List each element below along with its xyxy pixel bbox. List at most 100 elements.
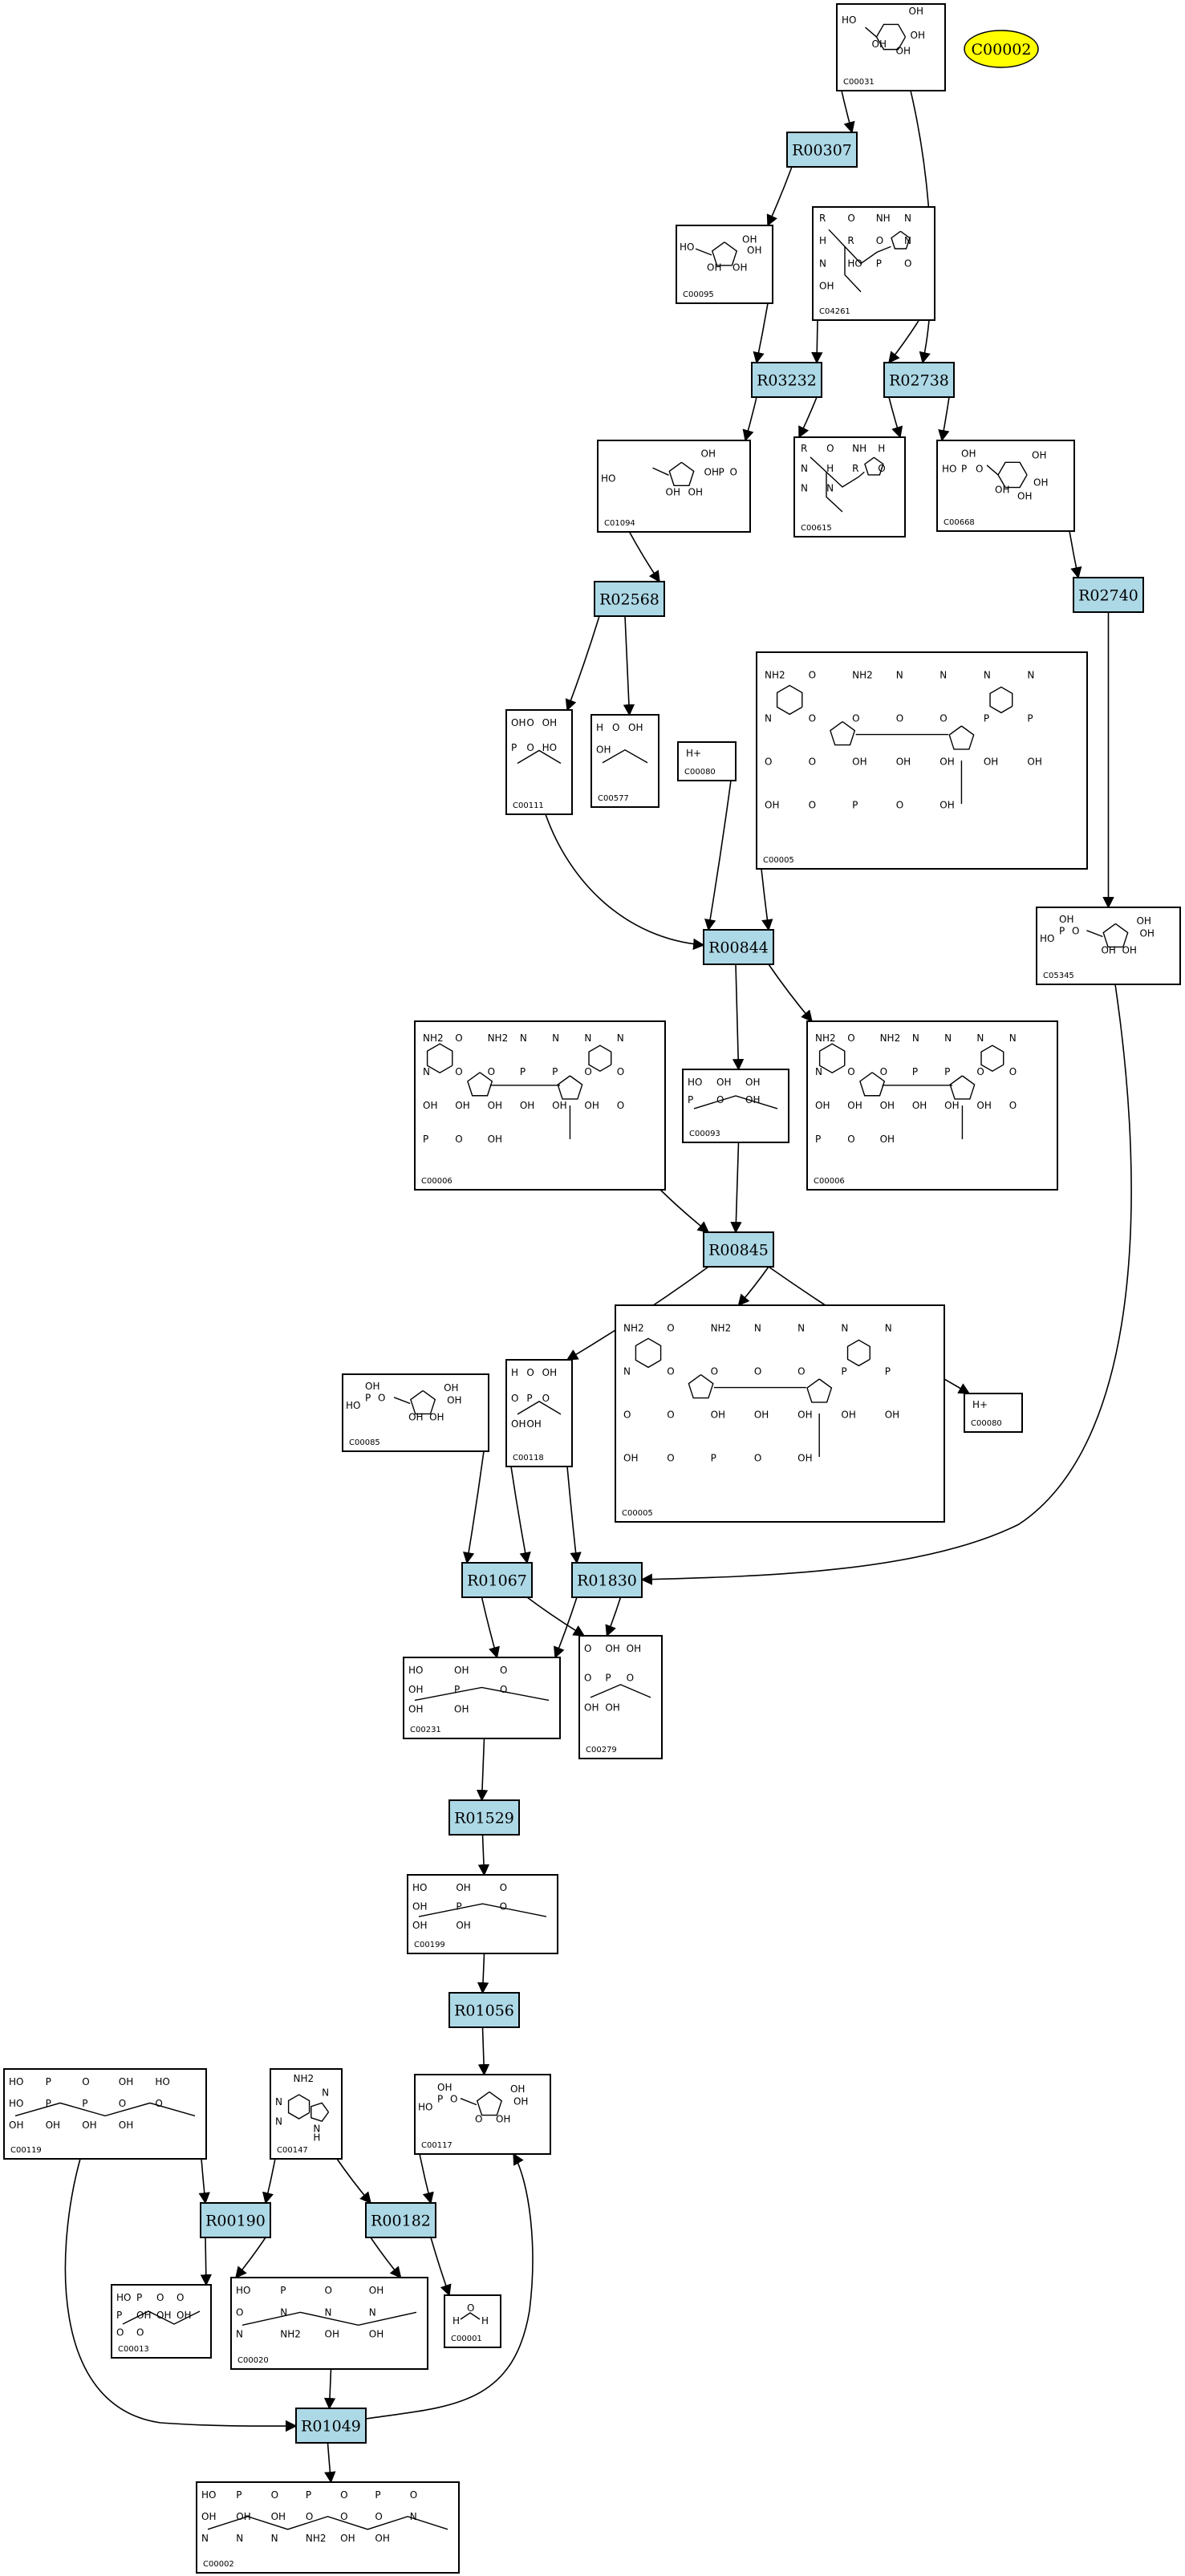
- compound-box[interactable]: [676, 225, 773, 304]
- bond: [864, 456, 884, 476]
- edge-arrow: [888, 396, 903, 439]
- compound-box[interactable]: [936, 440, 1075, 532]
- reaction-box[interactable]: [703, 929, 774, 965]
- reaction-box[interactable]: [448, 1992, 520, 2028]
- reaction-node[interactable]: R00844: [703, 929, 774, 965]
- reaction-box[interactable]: [703, 1231, 774, 1268]
- compound-box[interactable]: [270, 2068, 343, 2160]
- atom-label: HO: [155, 2076, 169, 2087]
- compound-box[interactable]: [1036, 907, 1181, 985]
- compound-box[interactable]: [505, 709, 573, 815]
- compound-id-label: C00147: [277, 2146, 308, 2155]
- compound-box[interactable]: [615, 1304, 945, 1523]
- bond: [776, 684, 803, 716]
- compound-box[interactable]: [793, 436, 906, 538]
- reaction-node[interactable]: R00182: [365, 2202, 436, 2238]
- compound-box[interactable]: [444, 2294, 501, 2348]
- reaction-node[interactable]: R02740: [1073, 577, 1144, 613]
- compound-box[interactable]: [964, 1393, 1023, 1433]
- edge-arrow: [235, 2237, 266, 2279]
- compound-box[interactable]: [806, 1020, 1058, 1191]
- reaction-node[interactable]: R00190: [200, 2202, 271, 2238]
- reaction-box[interactable]: [594, 581, 665, 617]
- compound-box[interactable]: [230, 2277, 428, 2370]
- target-compound-node[interactable]: C00002: [964, 30, 1039, 68]
- reaction-box[interactable]: [365, 2202, 436, 2238]
- target-ellipse[interactable]: [964, 30, 1039, 68]
- reaction-node[interactable]: R02738: [883, 362, 955, 398]
- reaction-box[interactable]: [461, 1562, 533, 1598]
- atom-label: N: [754, 1322, 761, 1333]
- reaction-box[interactable]: [883, 362, 955, 398]
- compound-box[interactable]: [590, 714, 659, 808]
- edge-arrow: [262, 2158, 276, 2205]
- reaction-box[interactable]: [751, 362, 822, 398]
- reaction-box[interactable]: [1073, 577, 1144, 613]
- compound-box[interactable]: [3, 2068, 207, 2160]
- reaction-node[interactable]: R01049: [295, 2408, 367, 2444]
- compound-box[interactable]: [677, 741, 737, 781]
- atom-label: NH2: [623, 1322, 644, 1333]
- compound-box[interactable]: [505, 1359, 573, 1467]
- reaction-node[interactable]: R01067: [461, 1562, 533, 1598]
- atom-label: N: [410, 2511, 417, 2522]
- compound-box[interactable]: [756, 651, 1088, 870]
- atom-label: O: [809, 712, 816, 724]
- reaction-node[interactable]: R01529: [448, 1799, 520, 1836]
- reaction-node[interactable]: R00845: [703, 1231, 774, 1268]
- compound-box[interactable]: [836, 3, 946, 91]
- compound-box[interactable]: [812, 206, 935, 321]
- compound-box[interactable]: [597, 440, 751, 533]
- compound-node[interactable]: H+C00080: [964, 1393, 1023, 1433]
- compound-box[interactable]: [342, 1373, 489, 1452]
- reaction-box[interactable]: [295, 2408, 367, 2444]
- reaction-node[interactable]: R01056: [448, 1992, 520, 2028]
- reaction-node[interactable]: R00307: [786, 132, 858, 168]
- edge-arrow: [64, 2158, 298, 2432]
- atom-label: N: [826, 483, 834, 494]
- atom-label: OH: [136, 2310, 151, 2321]
- atom-label: O: [526, 717, 534, 728]
- reaction-node[interactable]: R02568: [594, 581, 665, 617]
- compound-box[interactable]: [414, 2074, 551, 2155]
- atom-label: OH: [1027, 756, 1041, 767]
- compound-box[interactable]: [682, 1069, 789, 1143]
- reaction-box[interactable]: [200, 2202, 271, 2238]
- compound-box[interactable]: [578, 1635, 663, 1759]
- reaction-node[interactable]: R01830: [571, 1562, 643, 1598]
- compound-box[interactable]: [414, 1020, 666, 1191]
- atom-label: H: [511, 1367, 518, 1378]
- reaction-box[interactable]: [448, 1799, 520, 1836]
- reaction-box[interactable]: [571, 1562, 643, 1598]
- reaction-node[interactable]: R03232: [751, 362, 822, 398]
- compound-box[interactable]: [196, 2481, 460, 2574]
- compound-node[interactable]: H+C00080: [677, 741, 737, 781]
- reaction-box[interactable]: [786, 132, 858, 168]
